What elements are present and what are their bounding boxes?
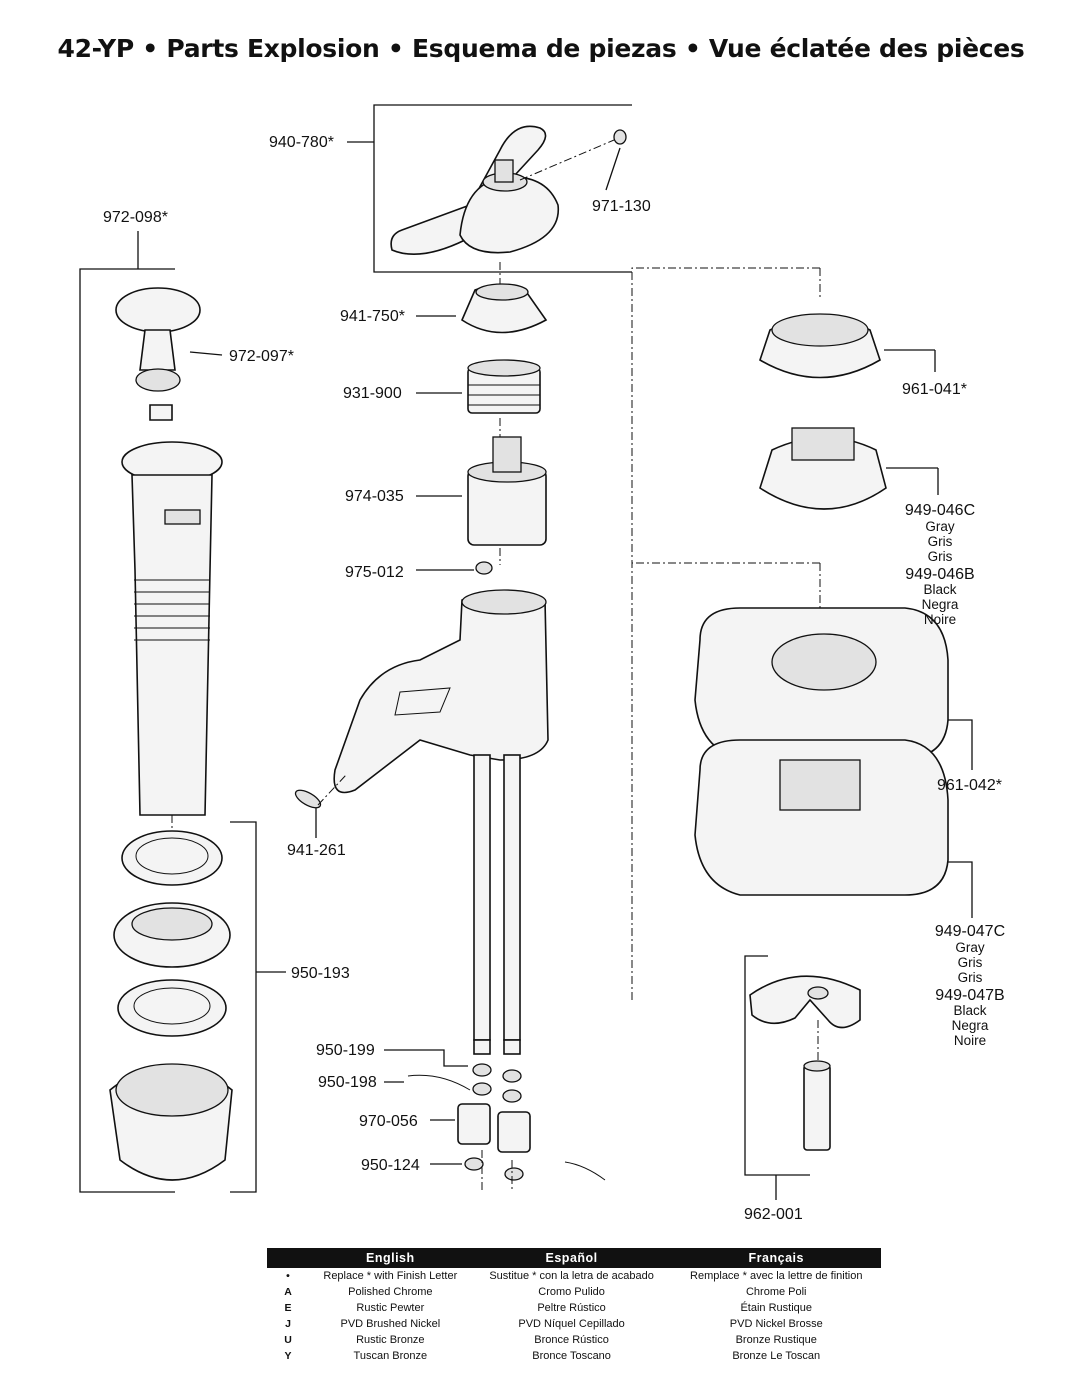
finish-french: Bronze Rustique	[735, 1334, 817, 1346]
aerator-part	[294, 789, 322, 809]
legend-row: J PVD Brushed Nickel PVD Níquel Cepillad…	[267, 1316, 881, 1332]
escutcheon-cap-part	[460, 283, 548, 334]
finish-spanish: PVD Níquel Cepillado	[518, 1318, 625, 1330]
finish-english: Rustic Pewter	[356, 1302, 425, 1314]
deck-plate-part	[694, 607, 949, 759]
part-label-961-041: 961-041*	[902, 381, 967, 398]
svg-text:Gray: Gray	[955, 940, 985, 955]
legend-row: A Polished Chrome Cromo Pulido Chrome Po…	[267, 1284, 881, 1300]
set-screw-part	[613, 129, 627, 145]
part-label-970-056: 970-056	[359, 1113, 418, 1130]
svg-text:Negra: Negra	[952, 1018, 989, 1033]
drain-bracket	[79, 231, 175, 1193]
finish-spanish: Peltre Rústico	[537, 1302, 606, 1314]
finish-spanish: Bronce Toscano	[532, 1350, 611, 1362]
svg-text:Gris: Gris	[928, 549, 953, 564]
part-label-950-198: 950-198	[318, 1074, 377, 1091]
bonnet-nut-part	[467, 359, 541, 414]
finish-french: Étain Rustique	[740, 1302, 813, 1314]
svg-text:Negra: Negra	[922, 597, 959, 612]
part-label-971-130: 971-130	[592, 198, 651, 215]
part-label-975-012: 975-012	[345, 564, 404, 581]
part-label-962-001: 962-001	[744, 1206, 803, 1223]
part-label-950-124: 950-124	[361, 1157, 420, 1174]
finish-english: Replace * with Finish Letter	[323, 1270, 458, 1282]
supply-tubes-part	[473, 754, 521, 1041]
svg-text:Noire: Noire	[924, 612, 956, 627]
leader-lines	[384, 315, 474, 1165]
legend-header-spanish: Español	[471, 1248, 672, 1268]
page-title: 42-YP • Parts Explosion • Esquema de pie…	[57, 34, 1025, 63]
legend-header-french: Français	[671, 1248, 881, 1268]
finish-french: Chrome Poli	[745, 1286, 807, 1298]
part-label-972-097: 972-097*	[229, 348, 294, 365]
part-label-950-199: 950-199	[316, 1042, 375, 1059]
pop-up-stopper-part	[115, 287, 201, 421]
legend-header-row: English Español Français	[267, 1248, 881, 1268]
finish-english: PVD Brushed Nickel	[340, 1318, 441, 1330]
part-label-972-098: 972-098*	[103, 209, 168, 226]
finish-english: Polished Chrome	[348, 1286, 433, 1298]
finish-code: •	[286, 1270, 290, 1282]
escutcheon-ring-part	[759, 313, 881, 379]
svg-text:Gray: Gray	[925, 519, 955, 534]
finish-code: A	[284, 1286, 292, 1298]
legend-row: • Replace * with Finish Letter Sustitue …	[267, 1268, 881, 1284]
svg-text:949-046B: 949-046B	[905, 566, 974, 583]
legend-header-english: English	[309, 1248, 472, 1268]
drain-body-part	[121, 441, 223, 816]
escutcheon-gasket-part	[759, 427, 887, 510]
mounting-bracket-bracket	[744, 955, 810, 1200]
finish-code: U	[284, 1334, 292, 1346]
finish-english: Tuscan Bronze	[353, 1350, 428, 1362]
drain-nut-stack-part	[109, 830, 233, 1181]
finish-english: Rustic Bronze	[356, 1334, 425, 1346]
svg-text:949-047B: 949-047B	[935, 987, 1004, 1004]
svg-text:Noire: Noire	[954, 1033, 986, 1048]
fittings-part	[407, 1039, 606, 1181]
deck-plate-bracket	[631, 267, 821, 1000]
parts-explosion-diagram: 940-780* 971-130 972-098* 972-097* 941-7…	[79, 104, 1005, 1223]
svg-text:Gris: Gris	[928, 534, 953, 549]
deck-gasket-part	[694, 739, 949, 896]
svg-text:949-046C: 949-046C	[905, 502, 975, 519]
mounting-stud-part	[803, 1060, 831, 1151]
svg-text:Gris: Gris	[958, 955, 983, 970]
legend-row: Y Tuscan Bronze Bronce Toscano Bronze Le…	[267, 1348, 881, 1364]
finish-code: J	[285, 1318, 291, 1330]
finish-spanish: Bronce Rústico	[534, 1334, 609, 1346]
svg-text:Gris: Gris	[958, 970, 983, 985]
mounting-plate-part	[749, 975, 861, 1029]
handle-assembly-bracket	[347, 104, 632, 273]
finish-french: PVD Nickel Brosse	[729, 1318, 823, 1330]
finish-french: Remplace * avec la lettre de finition	[690, 1270, 863, 1282]
part-label-974-035: 974-035	[345, 488, 404, 505]
finish-legend-table: English Español Français • Replace * wit…	[267, 1248, 881, 1364]
part-label-941-750: 941-750*	[340, 308, 405, 325]
svg-text:Black: Black	[953, 1003, 986, 1018]
finish-code: E	[284, 1302, 292, 1314]
svg-text:Black: Black	[923, 582, 956, 597]
part-label-949-047: 949-047C Gray Gris Gris 949-047B Black N…	[935, 923, 1005, 1048]
cartridge-part	[467, 436, 547, 546]
part-label-940-780: 940-780*	[269, 134, 334, 151]
part-label-961-042: 961-042*	[937, 777, 1002, 794]
legend-row: E Rustic Pewter Peltre Rústico Étain Rus…	[267, 1300, 881, 1316]
part-label-950-193: 950-193	[291, 965, 350, 982]
part-label-941-261: 941-261	[287, 842, 346, 859]
legend-row: U Rustic Bronze Bronce Rústico Bronze Ru…	[267, 1332, 881, 1348]
finish-french: Bronze Le Toscan	[732, 1350, 821, 1362]
legend-header-code	[267, 1248, 309, 1268]
finish-spanish: Sustitue * con la letra de acabado	[489, 1270, 654, 1282]
part-label-931-900: 931-900	[343, 385, 402, 402]
handle-lever-part	[390, 125, 559, 256]
finish-spanish: Cromo Pulido	[538, 1286, 605, 1298]
svg-text:949-047C: 949-047C	[935, 923, 1005, 940]
faucet-body-part	[333, 589, 549, 794]
o-ring-part	[475, 561, 493, 575]
part-label-949-046: 949-046C Gray Gris Gris 949-046B Black N…	[905, 502, 975, 627]
finish-code: Y	[284, 1350, 292, 1362]
